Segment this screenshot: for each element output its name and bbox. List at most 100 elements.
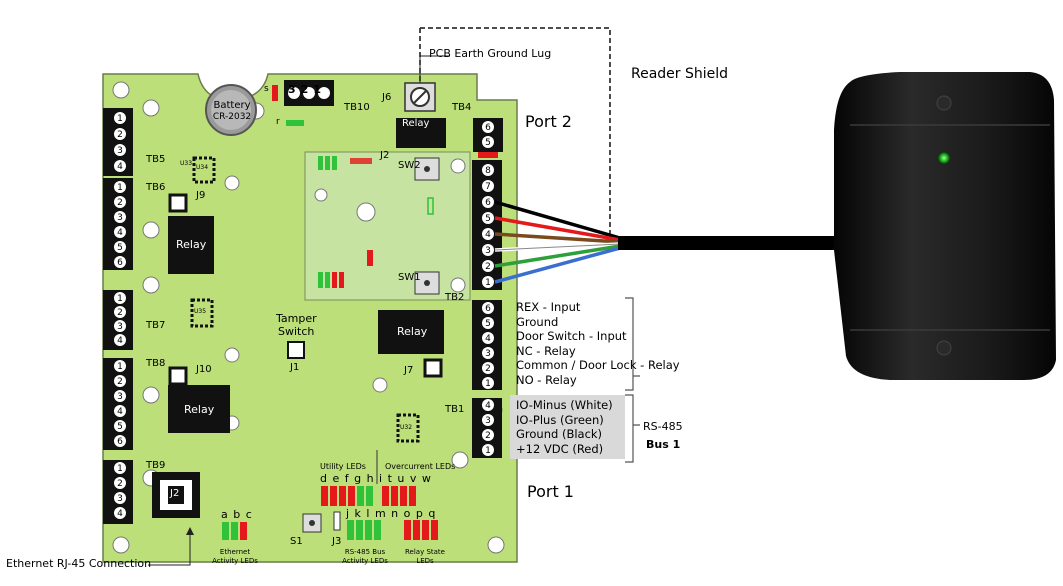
- battery-label-1: Battery: [213, 100, 251, 111]
- jumper-j9[interactable]: [168, 193, 188, 213]
- ethernet-leds-label-1: Ethernet: [219, 548, 251, 556]
- relay-2: [378, 310, 444, 354]
- rs485-highlight: [510, 395, 625, 459]
- svg-text:5: 5: [117, 422, 123, 432]
- rs485-label: RS-485: [643, 420, 683, 433]
- ethernet-leds-label-2: Activity LEDs: [212, 557, 258, 565]
- port-2-label: Port 2: [525, 112, 572, 131]
- tamper-switch[interactable]: [287, 341, 305, 359]
- led-r-label: r: [276, 117, 280, 127]
- terminal-block-tb10[interactable]: [284, 80, 334, 106]
- terminal-block-tb4[interactable]: 65: [473, 118, 503, 152]
- tb1-bracket: [625, 394, 640, 463]
- tb7-label: TB7: [146, 320, 166, 331]
- s1-label: S1: [290, 536, 303, 547]
- overcurrent-leds: [382, 486, 416, 506]
- tb2-terminal-2: Common / Door Lock - Relay: [516, 358, 680, 372]
- tb10-numbers: 321: [288, 83, 336, 96]
- svg-text:1: 1: [117, 114, 123, 124]
- tb1-terminal-3: IO-Plus (Green): [516, 412, 604, 427]
- sw1-label: SW1: [398, 272, 421, 283]
- svg-text:2: 2: [117, 308, 123, 318]
- svg-text:5: 5: [485, 319, 491, 329]
- svg-text:6: 6: [117, 258, 123, 268]
- reader-module-board: [304, 151, 471, 301]
- reader-wires: [494, 200, 621, 284]
- tb2-terminal-1: NO - Relay: [516, 372, 577, 387]
- tb10-num-2: 2: [300, 83, 314, 96]
- tb1-terminal-4: IO-Minus (White): [516, 398, 613, 412]
- relay-1: [168, 216, 214, 274]
- led-s: [272, 85, 278, 101]
- svg-text:2: 2: [485, 431, 491, 441]
- svg-text:2: 2: [117, 479, 123, 489]
- jumper-j3[interactable]: [333, 511, 341, 531]
- svg-text:6: 6: [485, 123, 491, 133]
- reader-cable: [618, 236, 834, 250]
- relay-top-label: Relay: [402, 118, 430, 129]
- led-tb4: [478, 152, 498, 158]
- svg-text:3: 3: [117, 146, 123, 156]
- svg-text:5: 5: [485, 214, 491, 224]
- reader-shield-dashed-line: [420, 27, 611, 240]
- svg-text:3: 3: [485, 349, 491, 359]
- tamper-label-2: Switch: [278, 325, 315, 338]
- svg-text:3: 3: [117, 392, 123, 402]
- rj45-jack[interactable]: [152, 472, 200, 518]
- tb2-terminal-6: REX - Input: [516, 300, 581, 314]
- tb2-label: TB2: [445, 292, 465, 303]
- svg-text:4: 4: [117, 228, 123, 238]
- j1-label: J1: [290, 362, 300, 373]
- tb1-terminal-2: Ground (Black): [516, 427, 603, 441]
- svg-text:3: 3: [485, 416, 491, 426]
- earth-ground-label: PCB Earth Ground Lug: [429, 47, 552, 60]
- utility-leds-label: Utility LEDs: [320, 462, 366, 471]
- svg-text:7: 7: [485, 182, 491, 192]
- jumper-j10[interactable]: [168, 366, 188, 386]
- svg-text:6: 6: [485, 304, 491, 314]
- jumper-j7[interactable]: [423, 358, 443, 378]
- ethernet-leds: [222, 522, 247, 540]
- tb5-label: TB5: [146, 154, 166, 165]
- svg-text:1: 1: [117, 464, 123, 474]
- svg-text:1: 1: [117, 183, 123, 193]
- rs485-activity-leds: [347, 520, 381, 540]
- relay-state-leds: [404, 520, 438, 540]
- tb1-terminal-list: IO-Minus (White) IO-Plus (Green) Ground …: [516, 398, 613, 456]
- port-1-label: Port 1: [527, 482, 574, 501]
- relay-2-label: Relay: [397, 325, 428, 338]
- svg-text:3: 3: [117, 322, 123, 332]
- svg-text:2: 2: [117, 198, 123, 208]
- led-letters-bottom: j k l m n o p q: [346, 507, 437, 520]
- led-s-label: s: [264, 84, 269, 94]
- svg-text:4: 4: [485, 230, 491, 240]
- ethernet-label: Ethernet RJ-45 Connection: [6, 557, 152, 570]
- led-r: [286, 120, 304, 126]
- bus1-label: Bus 1: [646, 438, 681, 451]
- j10-label: J10: [196, 364, 212, 375]
- chips: [190, 156, 420, 443]
- svg-text:1: 1: [485, 278, 491, 288]
- tb1-terminal-1: +12 VDC (Red): [516, 441, 604, 456]
- card-reader: [834, 72, 1056, 380]
- earth-ground-lug[interactable]: [404, 82, 436, 112]
- svg-text:2: 2: [485, 364, 491, 374]
- svg-text:4: 4: [117, 336, 123, 346]
- tb2-terminal-3: NC - Relay: [516, 343, 576, 358]
- relay-3-label: Relay: [184, 403, 215, 416]
- svg-text:3: 3: [485, 246, 491, 256]
- svg-text:3: 3: [117, 213, 123, 223]
- chip-u34-label: U34: [196, 164, 209, 171]
- tb10-num-1: 1: [313, 83, 326, 96]
- relay-1-label: Relay: [176, 238, 207, 251]
- tb2-terminal-list: REX - Input Ground Door Switch - Input N…: [516, 300, 680, 387]
